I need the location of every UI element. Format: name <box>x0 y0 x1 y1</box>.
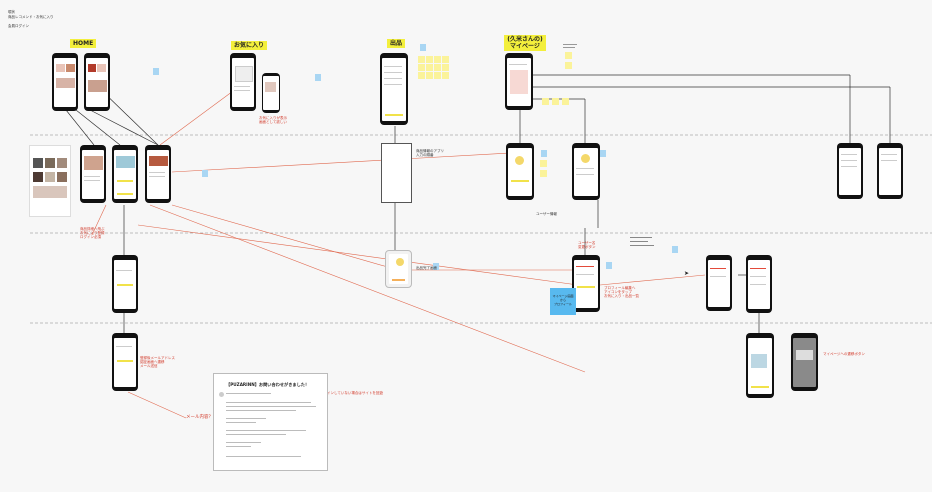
note-home: 商品詳細へ飛ぶ お気に入り登録 ログイン必須 <box>80 227 105 240</box>
header-line-3: 会員ログイン <box>8 24 29 28</box>
sticky-yellow-1[interactable] <box>418 56 425 63</box>
sticky-blue-8[interactable] <box>606 262 612 269</box>
sticky-blue-1[interactable] <box>153 68 159 75</box>
email-subject: 【PUZARINN】お問い合わせがきました！ <box>226 382 310 387</box>
sticky-yellow-17[interactable] <box>562 98 569 105</box>
sticky-yellow-5[interactable] <box>418 64 425 71</box>
sticky-yellow-18[interactable] <box>540 160 547 167</box>
sticky-yellow-3[interactable] <box>434 56 441 63</box>
phone-profile[interactable] <box>506 143 534 200</box>
sticky-yellow-13[interactable] <box>565 52 572 59</box>
note-final: マイページへの遷移ボタン <box>823 352 865 356</box>
sticky-yellow-4[interactable] <box>442 56 449 63</box>
spec-line-2 <box>630 241 648 242</box>
note-email: ログインしていない場合はサイトを回遊 <box>320 391 383 395</box>
phone-profile-detail[interactable] <box>572 255 600 312</box>
phone-home[interactable] <box>52 53 78 111</box>
note-login: 登録後メールアドレス 認証画面へ遷移 メール送信 <box>140 356 175 369</box>
note-mail-content: メール内容？ <box>186 415 213 420</box>
sticky-yellow-14[interactable] <box>565 62 572 69</box>
sender-avatar <box>219 392 224 397</box>
phone-edit-b[interactable] <box>746 255 772 313</box>
phone-product-detail[interactable] <box>112 145 138 203</box>
phone-edit-a[interactable] <box>706 255 732 311</box>
phone-grey-overlay[interactable] <box>791 333 818 391</box>
section-label-mypage: (久米さんの) マイページ <box>504 35 546 51</box>
phone-product-list[interactable] <box>80 145 106 203</box>
sticky-blue-3[interactable] <box>420 44 426 51</box>
note-favorites: お気に入りが表示 画面として欲しい <box>259 116 287 125</box>
phone-settings-1[interactable] <box>837 143 863 199</box>
reference-site-card <box>29 145 71 217</box>
sticky-yellow-16[interactable] <box>552 98 559 105</box>
sticky-blue-7[interactable] <box>672 246 678 253</box>
phone-product-favorite[interactable] <box>145 145 171 203</box>
sticky-yellow-6[interactable] <box>426 64 433 71</box>
sticky-blue-4[interactable] <box>202 170 208 177</box>
phone-profile-edit[interactable] <box>572 143 600 200</box>
sticky-blue-9[interactable] <box>433 263 439 270</box>
section-label-favorites: お気に入り <box>231 41 268 50</box>
spec-line-1 <box>630 237 652 238</box>
sticky-yellow-10[interactable] <box>426 72 433 79</box>
phone-mypage[interactable] <box>505 53 533 110</box>
sticky-yellow-15[interactable] <box>542 98 549 105</box>
note-listing: 出品完了画面 <box>416 266 437 270</box>
spec-line-3 <box>630 245 654 246</box>
phone-settings-2[interactable] <box>877 143 903 199</box>
listing-complete-card[interactable] <box>385 250 412 288</box>
listing-placeholder-frame <box>381 143 412 203</box>
sticky-yellow-9[interactable] <box>418 72 425 79</box>
sticky-yellow-19[interactable] <box>540 170 547 177</box>
section-label-home: HOME <box>70 39 97 48</box>
sticky-note-profile[interactable]: マイページ画面 から プロフィール <box>550 288 576 315</box>
email-preview-card[interactable]: 【PUZARINN】お問い合わせがきました！ <box>213 373 328 471</box>
sticky-yellow-2[interactable] <box>426 56 433 63</box>
spec-text-block <box>563 44 579 74</box>
phone-home-2[interactable] <box>84 53 110 111</box>
note-center: 商品情報のアプリ 入力の順番 <box>416 149 444 158</box>
cursor-icon: ➤ <box>684 270 690 277</box>
phone-favorites[interactable] <box>230 53 256 111</box>
phone-mypage-final[interactable] <box>746 333 774 398</box>
sticky-blue-5[interactable] <box>541 150 547 157</box>
sticky-yellow-11[interactable] <box>434 72 441 79</box>
sticky-yellow-8[interactable] <box>442 64 449 71</box>
phone-favorites-small[interactable] <box>262 73 280 113</box>
note-profile: プロフィール編集へ アイコンをタップ お気に入り・出品一覧 <box>604 286 639 299</box>
sticky-yellow-12[interactable] <box>442 72 449 79</box>
sticky-blue-2[interactable] <box>315 74 321 81</box>
sticky-yellow-7[interactable] <box>434 64 441 71</box>
note-user: ユーザー情報 <box>536 212 557 216</box>
header-line-2: 商品レコメンド・お気に入り <box>8 15 54 19</box>
sticky-blue-6[interactable] <box>600 150 606 157</box>
section-label-listing: 出品 <box>387 39 406 48</box>
note-mypage: ユーザー名 変更ボタン <box>578 241 596 250</box>
phone-login[interactable] <box>112 255 138 313</box>
phone-register[interactable] <box>112 333 138 391</box>
phone-listing[interactable] <box>380 53 408 125</box>
header-line-1: 現状 <box>8 10 15 14</box>
